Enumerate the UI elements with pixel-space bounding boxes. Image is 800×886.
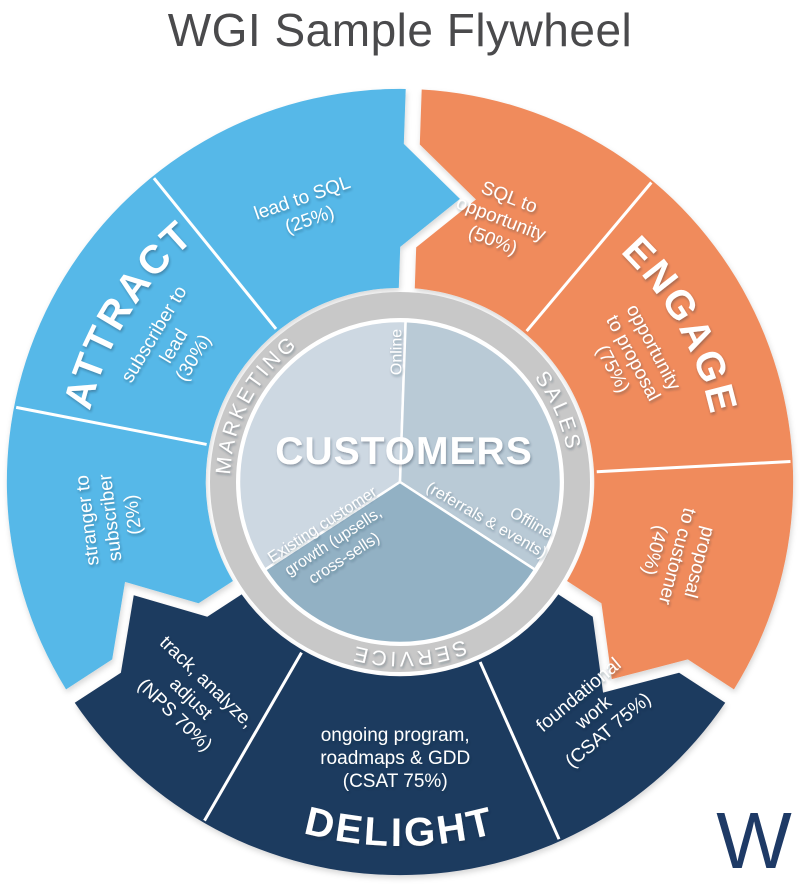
stage-segment-engage: [414, 89, 794, 690]
brand-logo: W: [716, 796, 792, 884]
pie-label-online: Online: [389, 329, 406, 375]
metric-line: (2%): [121, 494, 147, 536]
customer-pie-segment: [263, 480, 537, 645]
stage-subdivider-line: [15, 405, 207, 446]
brand-logo-w-letter: W: [716, 796, 792, 884]
page-title: WGI Sample Flywheel: [167, 4, 633, 56]
stage-subdivider-line: [525, 181, 653, 333]
stage-segment-delight: [74, 594, 726, 876]
metric-label-text: ongoing program,roadmaps & GDD(CSAT 75%): [320, 725, 470, 792]
stage-subdivider-line: [152, 177, 278, 330]
stage-subdivider-line: [478, 661, 561, 840]
pie-label-text: Online: [389, 329, 406, 375]
stage-segment-attract: [6, 88, 460, 690]
stage-segments-layer: [6, 88, 794, 876]
metric-line: ongoing program,: [321, 725, 470, 746]
metric-label-delight-1: ongoing program,roadmaps & GDD(CSAT 75%): [320, 725, 470, 792]
customer-pie-segment: [237, 319, 407, 571]
stage-subdivider-line: [596, 460, 791, 474]
customers-label: CUSTOMERS: [275, 430, 532, 473]
stage-subdivider-line: [203, 651, 303, 822]
pie-label-line: Online: [389, 329, 406, 375]
funnel-ring: [210, 292, 590, 672]
metric-line: (CSAT 75%): [343, 771, 448, 792]
metric-line: roadmaps & GDD: [320, 748, 470, 769]
